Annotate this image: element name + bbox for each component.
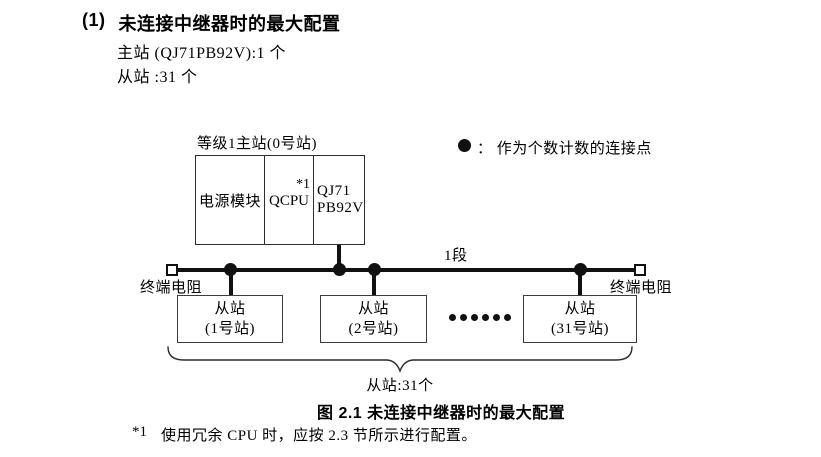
- qcpu-cell: *1 QCPU: [265, 156, 314, 244]
- master-spec-line: 主站 (QJ71PB92V):1 个: [117, 45, 287, 62]
- slave2-label-line1: 从站: [357, 301, 389, 317]
- pb92v-cell: QJ71 PB92V: [314, 156, 364, 244]
- bus-line: [178, 268, 636, 272]
- pb92v-label-line1: QJ71: [317, 183, 351, 199]
- legend-text: ： 作为个数计数的连接点: [477, 141, 652, 157]
- slave31-drop-line: [578, 270, 582, 296]
- slave2-drop-line: [372, 270, 376, 296]
- slave-spec-line: 从站 :31 个: [117, 69, 198, 86]
- segment-label: 1段: [444, 248, 468, 264]
- slave1-label-line1: 从站: [214, 301, 246, 317]
- ellipsis-dot-icon: [449, 314, 456, 321]
- connection-dot-icon: [224, 263, 237, 276]
- terminating-resistor-right-label: 终端电阻: [610, 280, 673, 296]
- qcpu-label: QCPU: [269, 193, 310, 209]
- master-station-label: 等级1主站(0号站): [197, 136, 317, 152]
- slave-station-box-2: 从站 (2号站): [320, 295, 427, 343]
- ellipsis-dot-icon: [493, 314, 500, 321]
- terminating-resistor-left-label: 终端电阻: [140, 280, 203, 296]
- section-title: 未连接中继器时的最大配置: [118, 14, 341, 34]
- slave-station-box-31: 从站 (31号站): [523, 295, 637, 343]
- connection-point-dot-icon: [458, 139, 471, 152]
- ellipsis-dot-icon: [504, 314, 511, 321]
- slave31-label-line1: 从站: [564, 301, 596, 317]
- slave-station-box-1: 从站 (1号站): [177, 295, 283, 343]
- slave1-drop-line: [229, 270, 233, 296]
- figure-caption: 图 2.1 未连接中继器时的最大配置: [317, 405, 566, 422]
- section-number: (1): [82, 10, 106, 30]
- connection-dot-icon: [333, 263, 346, 276]
- slave31-label-line2: (31号站): [551, 321, 609, 337]
- legend: ： 作为个数计数的连接点: [458, 137, 652, 158]
- ellipsis-dots-icon: [449, 314, 511, 321]
- ellipsis-dot-icon: [471, 314, 478, 321]
- power-module-cell: 电源模块: [196, 156, 265, 244]
- slave1-label-line2: (1号站): [205, 321, 255, 337]
- ellipsis-dot-icon: [482, 314, 489, 321]
- terminating-resistor-left-icon: [166, 264, 178, 276]
- qcpu-footnote-ref: *1: [296, 177, 310, 192]
- connection-dot-icon: [574, 263, 587, 276]
- connection-dot-icon: [368, 263, 381, 276]
- footnote-text: 使用冗余 CPU 时，应按 2.3 节所示进行配置。: [161, 428, 477, 444]
- pb92v-label-line2: PB92V: [317, 200, 364, 216]
- ellipsis-dot-icon: [460, 314, 467, 321]
- footnote-marker: *1: [132, 424, 147, 440]
- slave-count-label: 从站:31个: [366, 378, 434, 394]
- slave2-label-line2: (2号站): [348, 321, 399, 337]
- master-drop-line: [337, 245, 341, 270]
- master-station-box: 电源模块 *1 QCPU QJ71 PB92V: [195, 155, 365, 245]
- terminating-resistor-right-icon: [634, 264, 646, 276]
- section-heading: (1) 未连接中继器时的最大配置: [82, 10, 341, 36]
- brace-icon: [167, 346, 633, 374]
